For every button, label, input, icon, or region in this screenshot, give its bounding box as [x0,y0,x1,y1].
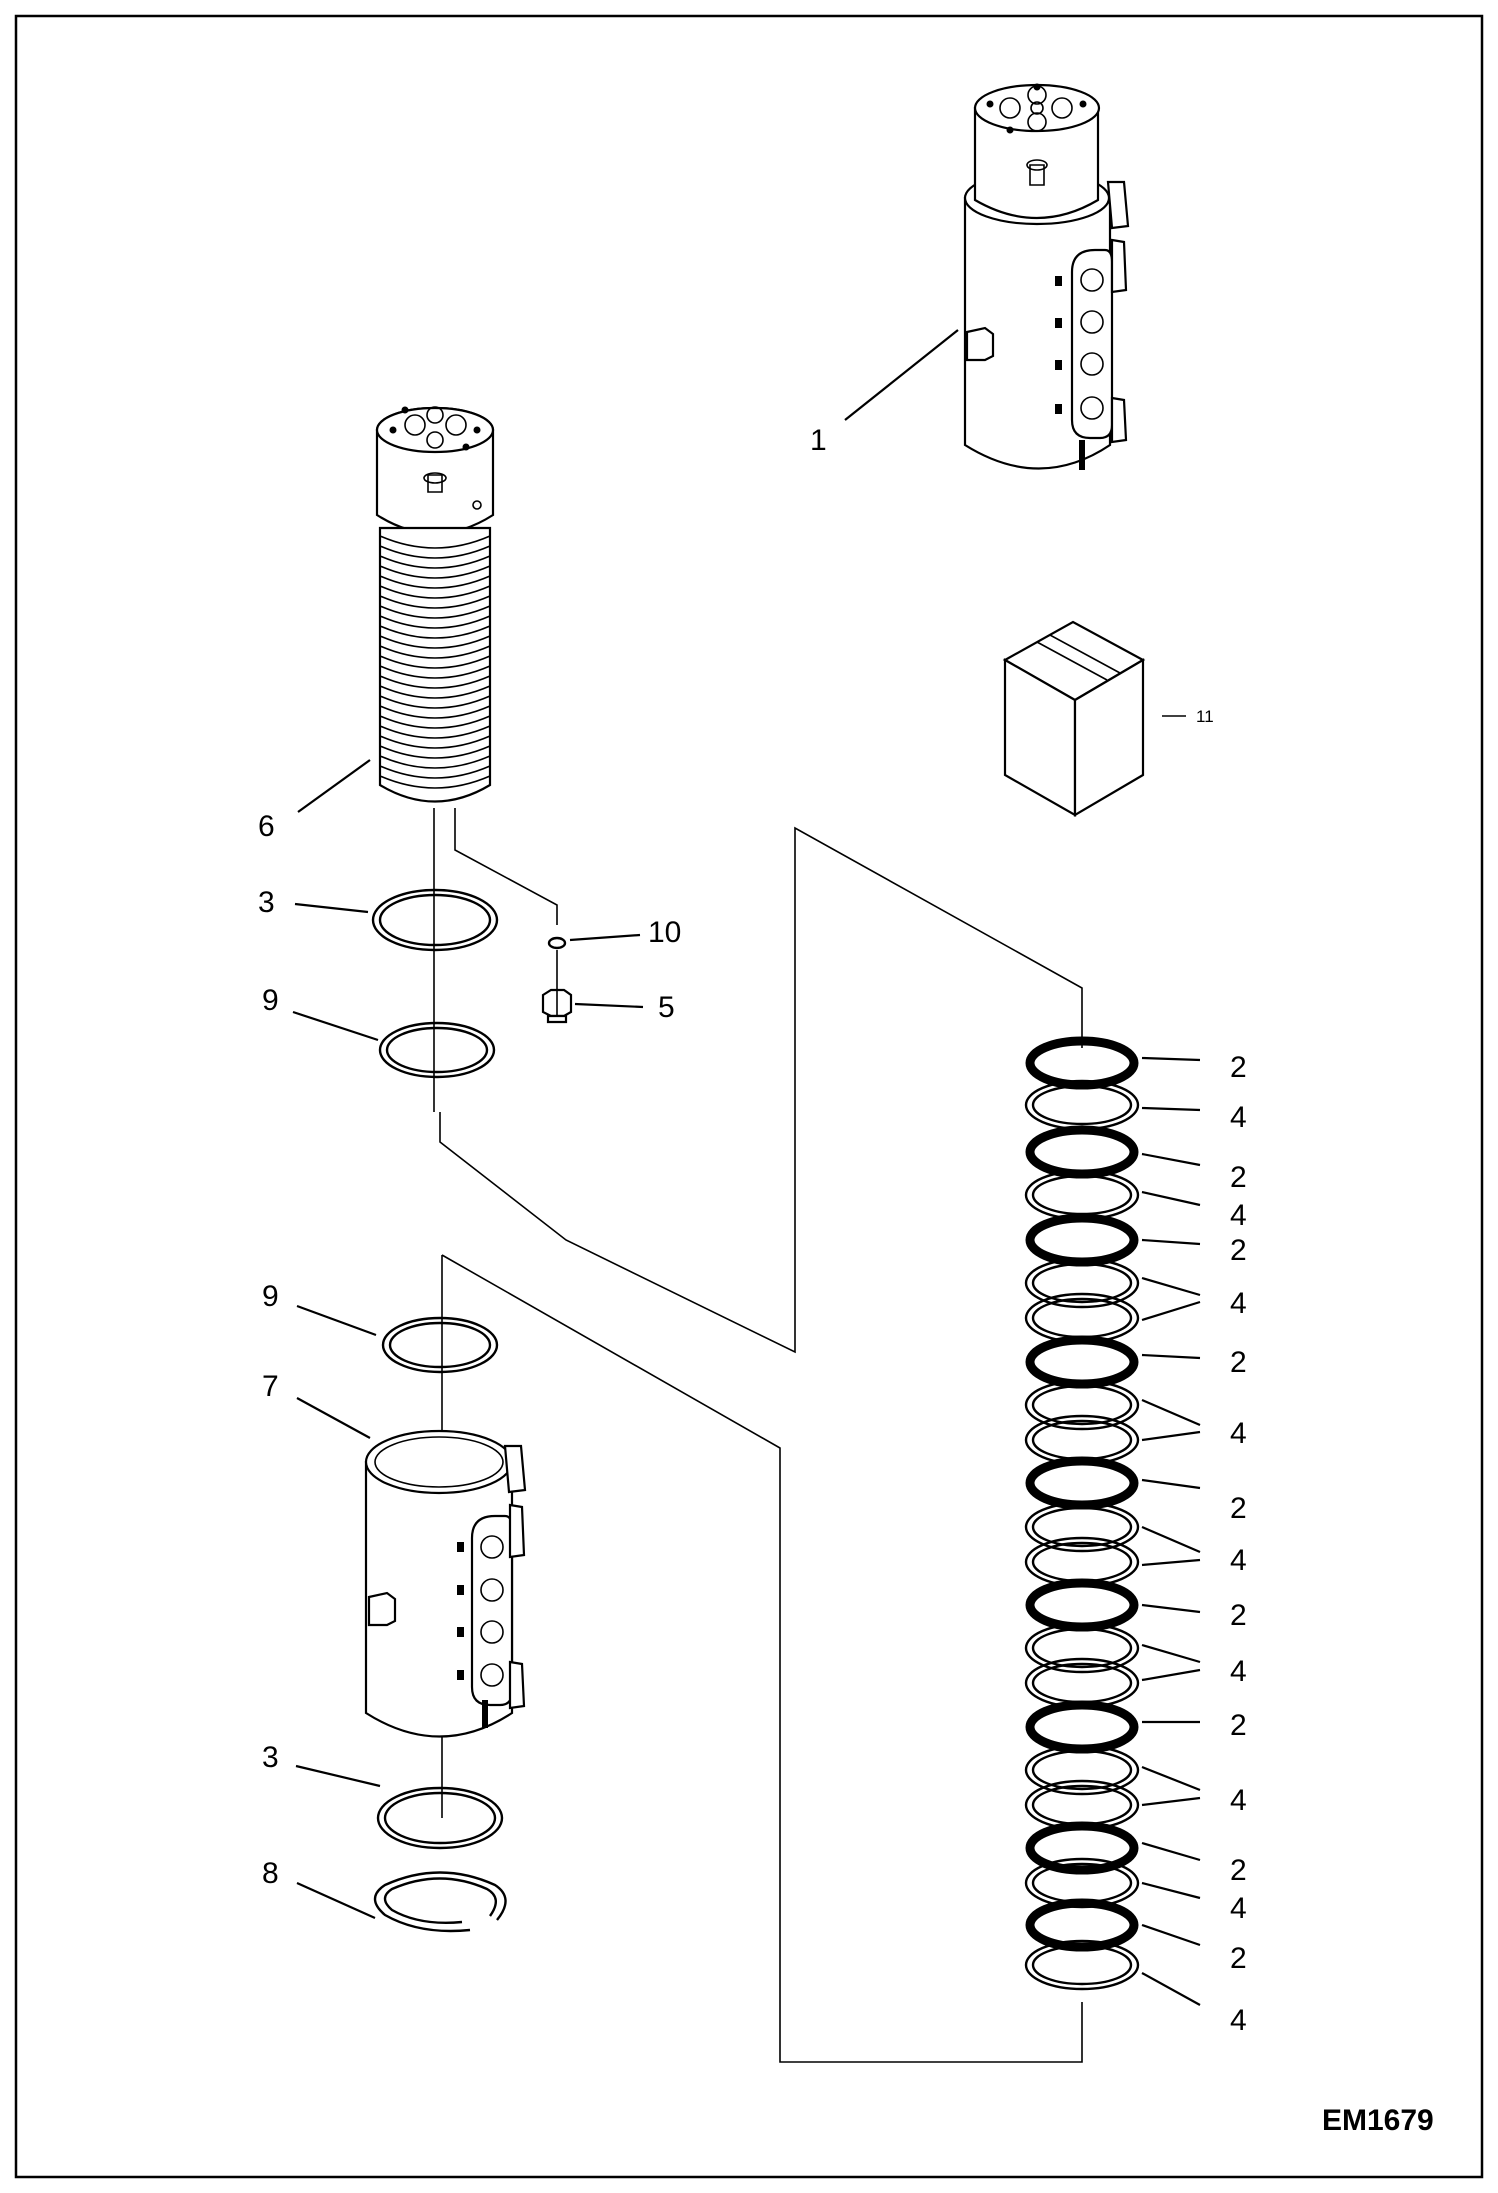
callout-2-g: 2 [1230,1709,1247,1742]
ring-9-upper [378,1021,496,1079]
callout-10: 10 [648,916,681,949]
callout-8: 8 [262,1857,279,1890]
leader-5 [574,1002,644,1009]
seal-stack-leaders [1141,1056,1201,2006]
lower-path-line [441,1254,1083,2063]
callout-4-g: 4 [1230,1784,1247,1817]
snap-ring-8 [373,1871,507,1933]
seal-stack [1024,1036,1140,1991]
callout-2-d: 2 [1230,1346,1247,1379]
callout-4-h: 4 [1230,1892,1247,1925]
leader-7 [296,1397,371,1439]
callout-2-c: 2 [1230,1234,1247,1267]
callout-2-f: 2 [1230,1599,1247,1632]
assembly-path-line [439,826,1083,1354]
fitting-path-line [454,808,558,925]
leader-9-lower [296,1304,377,1337]
ring-9-lower [381,1316,499,1374]
leader-6 [297,759,371,813]
leader-1 [844,329,959,421]
callout-2-b: 2 [1230,1161,1247,1194]
callout-11: 11 [1196,707,1214,726]
page-border [14,14,1484,2179]
callout-4-i: 4 [1230,2004,1247,2037]
callout-4-f: 4 [1230,1655,1247,1688]
ring-3-upper [371,888,499,952]
figure-code: EM1679 [1322,2104,1434,2137]
callout-2-e: 2 [1230,1492,1247,1525]
callout-2-i: 2 [1230,1942,1247,1975]
leader-3-upper [294,902,369,914]
leader-10 [569,933,641,942]
callout-4-b: 4 [1230,1199,1247,1232]
swivel-assembly-illustration [963,83,1130,470]
leader-9-upper [292,1010,379,1042]
callout-4-d: 4 [1230,1417,1247,1450]
leader-3-lower [295,1764,381,1788]
leader-8 [296,1881,376,1920]
callout-3-lower: 3 [262,1741,279,1774]
shaft-illustration [375,406,495,803]
oring-10 [547,936,567,950]
callout-3-upper: 3 [258,886,275,919]
callout-2-h: 2 [1230,1854,1247,1887]
callout-9-lower: 9 [262,1280,279,1313]
callout-1: 1 [810,424,827,457]
housing-7-illustration [364,1429,527,1738]
ring-3-lower [376,1786,504,1850]
callout-5: 5 [658,991,675,1024]
callout-4-a: 4 [1230,1101,1247,1134]
callout-6: 6 [258,810,275,843]
fitting-5 [541,988,573,1024]
kit-box-illustration [1002,620,1146,817]
callout-4-e: 4 [1230,1544,1247,1577]
callout-7: 7 [262,1370,279,1403]
callout-9-upper: 9 [262,984,279,1017]
callout-2-a: 2 [1230,1051,1247,1084]
callout-4-c: 4 [1230,1287,1247,1320]
